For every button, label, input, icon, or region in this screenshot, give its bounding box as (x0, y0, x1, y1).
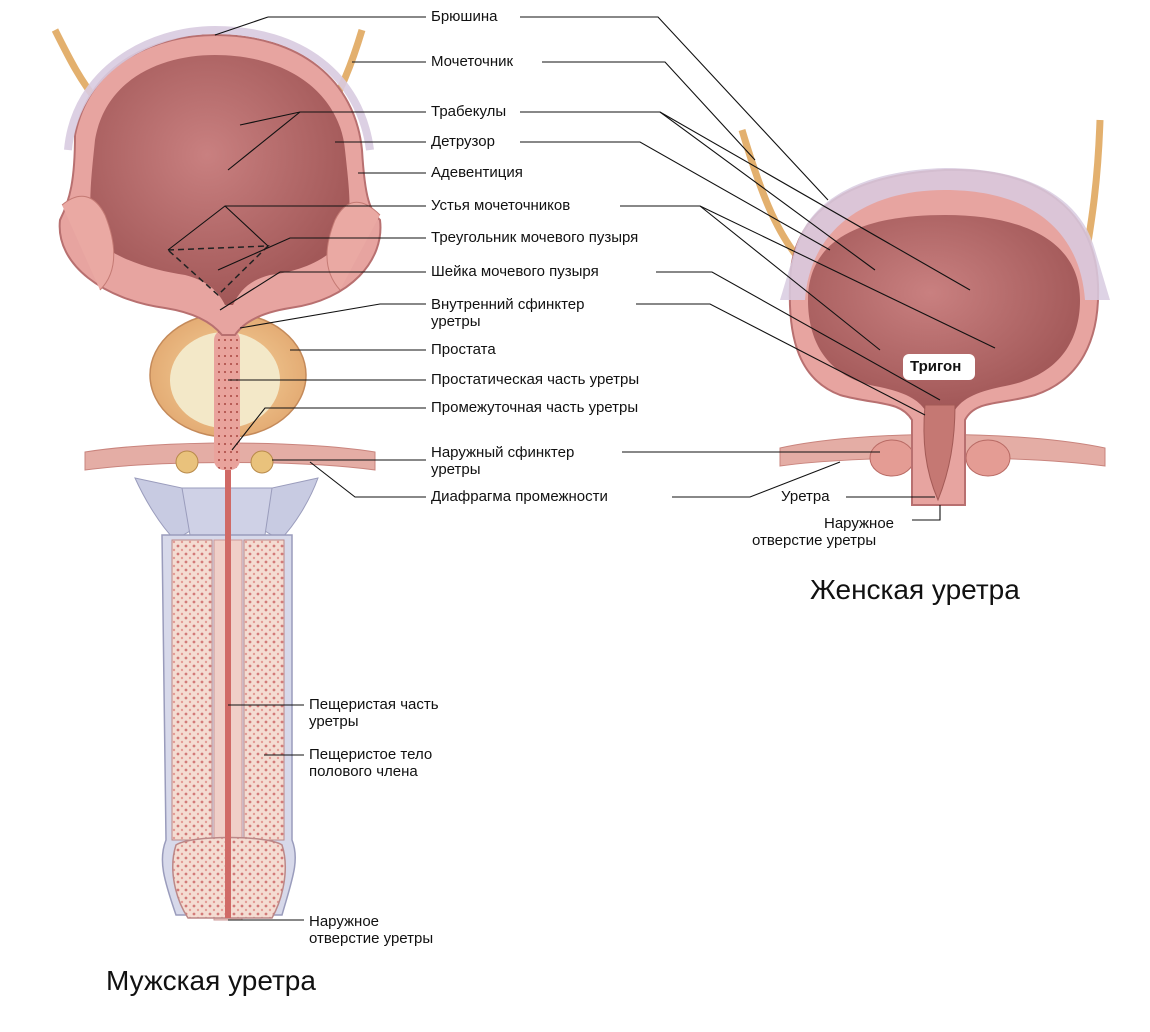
label-female-orifice-2: отверстие уретры (752, 532, 877, 549)
label-internal-sphincter-2: уретры (431, 313, 481, 330)
label-trabeculae: Трабекулы (431, 103, 507, 120)
leader-lines (167, 16, 996, 921)
label-female-orifice-1: Наружное (824, 515, 895, 532)
trigon-label-box (903, 354, 975, 380)
label-male-orifice-2: отверстие уретры (309, 930, 434, 947)
female-sphincter-right (965, 439, 1011, 477)
label-prostate: Простата (431, 341, 496, 358)
caption-female: Женская уретра (810, 574, 1020, 605)
label-ureter: Мочеточник (431, 53, 514, 70)
leader-neck (219, 271, 426, 311)
label-detrusor: Детрузор (431, 133, 495, 150)
female-urethra (923, 404, 956, 502)
male-mucosa-fold-left (61, 195, 115, 291)
label-trigone: Треугольник мочевого пузыря (431, 229, 639, 246)
label-prostatic-urethra: Простатическая часть уретры (431, 371, 640, 388)
male-corpus-left (171, 539, 213, 841)
leader-ureter-female (542, 61, 756, 161)
male-mucosa-fold-right (326, 201, 381, 291)
male-crus-right (259, 477, 319, 541)
male-peritoneum (64, 25, 374, 151)
leader-diaphragm (309, 461, 426, 498)
label-corpus-1: Пещеристое тело (309, 746, 433, 763)
leader-trabeculae-female-2 (659, 111, 971, 291)
leader-detrusor-female (520, 141, 831, 251)
leader-trigone (217, 237, 426, 271)
label-spongy-urethra-2: уретры (309, 713, 359, 730)
leader-orifices-female-2 (699, 205, 996, 349)
label-trigon-female: Тригон (910, 358, 962, 375)
label-male-orifice-1: Наружное (309, 913, 380, 930)
label-urethra-female: Уретра (781, 488, 830, 505)
leader-trabeculae-2 (227, 111, 301, 171)
leader-internal-sphincter (239, 303, 426, 329)
label-external-sphincter-2: уретры (431, 461, 481, 478)
leader-membranous (231, 407, 426, 451)
male-anatomy (51, 25, 382, 921)
leader-orifices-2 (224, 205, 269, 247)
leader-female-orifice (912, 505, 941, 521)
female-bladder-interior (808, 215, 1080, 410)
caption-male: Мужская уретра (106, 965, 316, 996)
leader-diaphragm-female (672, 461, 841, 498)
male-crus-left (134, 477, 196, 541)
male-bladder-interior (90, 55, 350, 305)
female-anatomy (738, 119, 1110, 506)
male-corpus-right (243, 539, 285, 841)
male-prostatic-urethra (214, 330, 240, 470)
label-membranous-urethra: Промежуточная часть уретры (431, 399, 639, 416)
label-internal-sphincter-1: Внутренний сфинктер (431, 296, 585, 313)
label-spongy-urethra-1: Пещеристая часть (309, 696, 439, 713)
female-peritoneum (780, 168, 1110, 300)
label-external-sphincter-1: Наружный сфинктер (431, 444, 575, 461)
female-ureter-left (738, 128, 803, 263)
label-peritoneum: Брюшина (431, 8, 498, 25)
label-urogenital-diaphragm: Диафрагма промежности (431, 488, 608, 505)
leader-peritoneum (214, 16, 269, 36)
leader-neck-female (656, 271, 941, 401)
male-gland-right (250, 450, 274, 474)
male-gland-left (175, 450, 199, 474)
label-bladder-neck: Шейка мочевого пузыря (431, 263, 599, 280)
label-corpus-2: полового члена (309, 763, 418, 780)
male-trigone-outline (166, 245, 270, 297)
label-adventitia: Адевентиция (431, 164, 523, 181)
leader-peritoneum-female (520, 16, 829, 201)
female-sphincter-left (869, 439, 915, 477)
label-ureteral-orifices: Устья мочеточников (431, 197, 571, 214)
leader-internal-sphincter-female (636, 303, 926, 416)
